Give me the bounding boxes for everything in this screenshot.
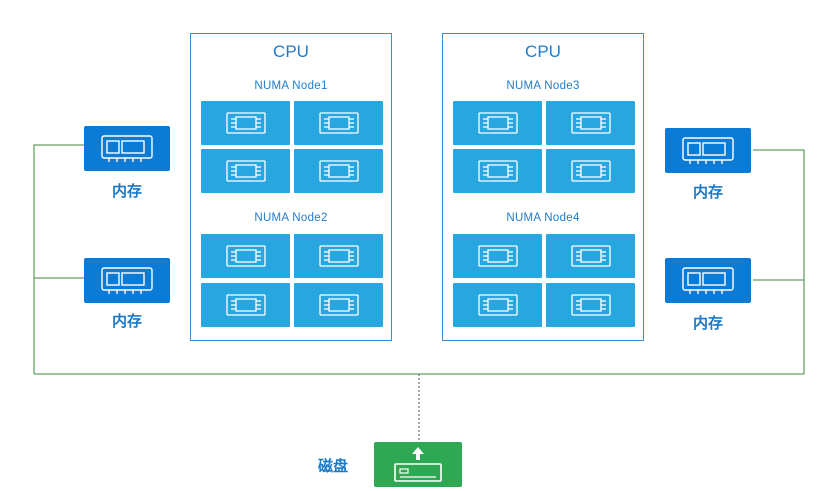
cpu-core	[453, 283, 542, 327]
cpu-chip-icon	[570, 112, 611, 134]
memory-module-2	[84, 258, 170, 303]
memory-module-icon	[101, 134, 153, 162]
cpu-chip-icon	[477, 245, 518, 267]
cpu-chip-icon	[225, 294, 266, 316]
cpu-core	[294, 101, 383, 145]
cpu-core	[294, 234, 383, 278]
memory-label: 内存	[692, 183, 723, 201]
cpu-core	[453, 101, 542, 145]
cpu-core	[453, 234, 542, 278]
cpu-chip-icon	[225, 112, 266, 134]
cpu-core	[294, 283, 383, 327]
numa-node-label: NUMA Node2	[254, 212, 328, 224]
memory-label: 内存	[111, 182, 142, 200]
cpu-core	[546, 149, 635, 193]
cpu-chip-icon	[318, 245, 359, 267]
memory-module-icon	[101, 266, 153, 294]
cpu-chip-icon	[570, 160, 611, 182]
cpu-core	[201, 101, 290, 145]
right-bus-wire	[753, 149, 805, 374]
cpu-chip-icon	[318, 294, 359, 316]
cpu-core	[201, 234, 290, 278]
cpu-chip-icon	[570, 245, 611, 267]
numa-node-label: NUMA Node4	[506, 212, 580, 224]
cpu-box-1: CPU NUMA Node1 NUMA Node2	[190, 33, 392, 341]
cpu-chip-icon	[318, 112, 359, 134]
memory-module-4	[665, 258, 751, 303]
cpu-core	[546, 283, 635, 327]
cpu-title: CPU	[273, 42, 309, 61]
cpu-title: CPU	[525, 42, 561, 61]
cpu-chip-icon	[477, 112, 518, 134]
disk-drive-icon	[394, 447, 442, 482]
cpu-chip-icon	[570, 294, 611, 316]
cpu-core	[201, 149, 290, 193]
cpu-chip-icon	[318, 160, 359, 182]
disk-label: 磁盘	[318, 457, 349, 475]
memory-label: 内存	[692, 314, 723, 332]
cpu-core	[546, 234, 635, 278]
numa-node-label: NUMA Node1	[254, 80, 328, 92]
cpu-chip-icon	[477, 160, 518, 182]
cpu-core	[201, 283, 290, 327]
memory-module-icon	[682, 266, 734, 294]
cpu-core	[546, 101, 635, 145]
memory-module-1	[84, 126, 170, 171]
cpu-core	[453, 149, 542, 193]
memory-module-3	[665, 128, 751, 173]
cpu-box-2: CPU NUMA Node3 NUMA Node4	[442, 33, 644, 341]
left-bus-wire	[33, 144, 86, 374]
cpu-chip-icon	[477, 294, 518, 316]
cpu-core	[294, 149, 383, 193]
disk-drive	[374, 442, 462, 487]
cpu-chip-icon	[225, 160, 266, 182]
cpu-chip-icon	[225, 245, 266, 267]
numa-node-label: NUMA Node3	[506, 80, 580, 92]
memory-module-icon	[682, 136, 734, 164]
memory-label: 内存	[111, 312, 142, 330]
